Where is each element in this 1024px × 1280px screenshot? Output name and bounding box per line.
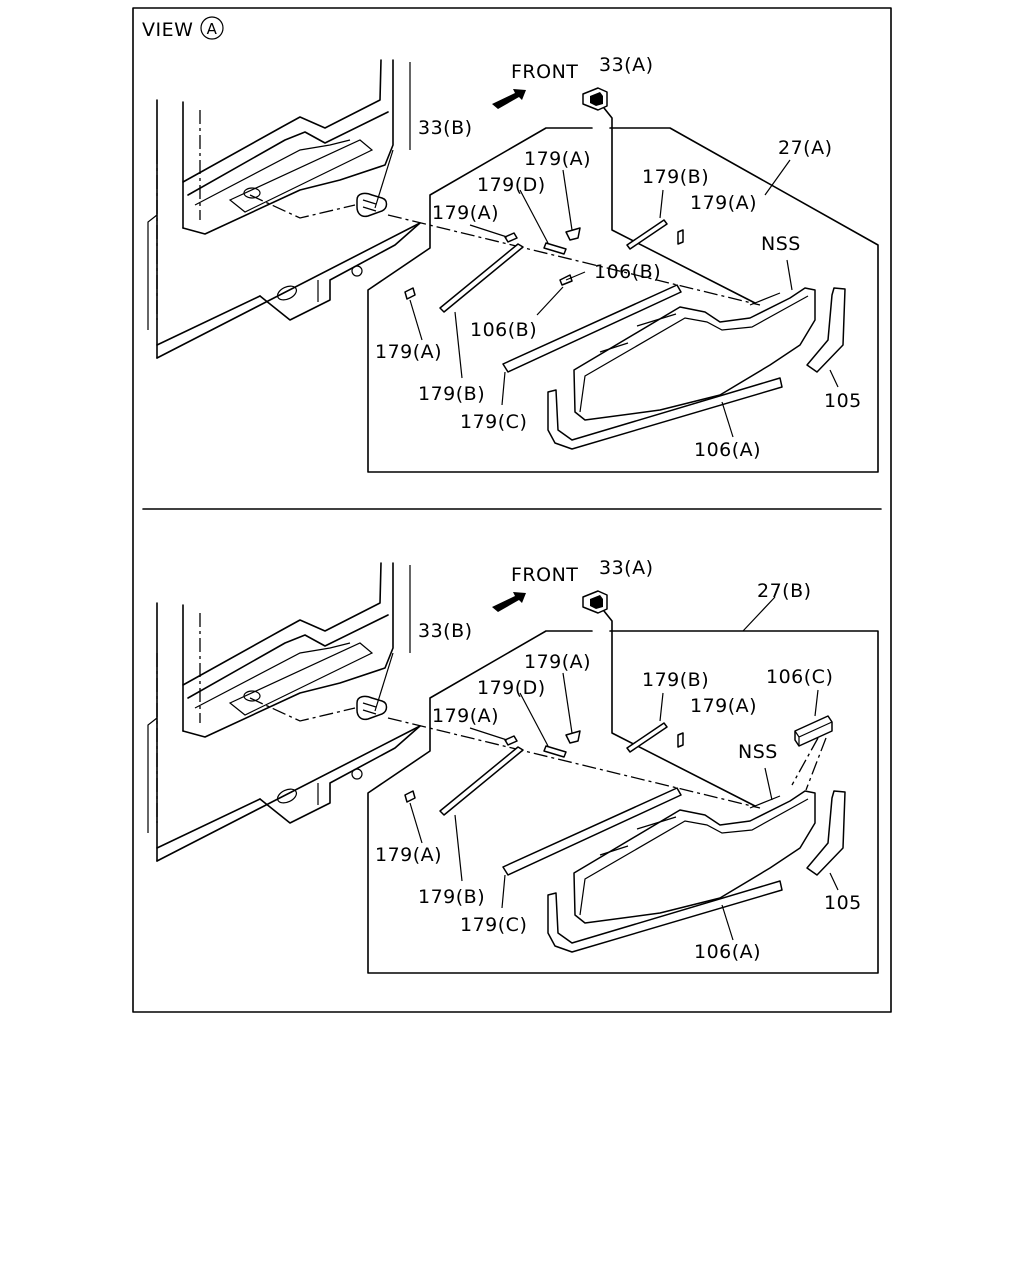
strip-179b-left [439,746,524,816]
label-179a-right: 179(A) [690,695,757,717]
strip-179b-right [626,219,668,250]
label-179a-right: 179(A) [690,192,757,214]
front-label: FRONT [511,61,578,83]
label-179b-right: 179(B) [642,166,709,188]
tab-179a-left [404,790,416,803]
label-179c: 179(C) [460,411,527,433]
label-179b-left: 179(B) [418,886,485,908]
label-27: 27(B) [757,580,812,602]
label-179b-left: 179(B) [418,383,485,405]
label-33b: 33(B) [418,620,473,642]
label-nss: NSS [738,741,778,763]
seal-tray [547,287,846,450]
panel-upper: FRONT 33(A) 33(B) 27(A) 179(A) 179(B) 17… [147,54,879,473]
label-179a-left: 179(A) [375,341,442,363]
piece-179a-top [565,227,581,241]
tab-179a-left [404,287,416,300]
label-179b-right: 179(B) [642,669,709,691]
callout-box [367,127,879,473]
label-106a: 106(A) [694,941,761,963]
label-33b: 33(B) [418,117,473,139]
seal-tray [547,790,846,953]
label-106b-left: 106(B) [470,319,537,341]
piece-179d [543,242,567,255]
strip-179b-right [626,722,668,753]
tab-179a-mid [504,232,518,243]
panel-lower: FRONT 33(A) 33(B) 27(B) 179(A) 179(B) 10… [147,557,879,974]
label-33a: 33(A) [599,557,654,579]
label-179c: 179(C) [460,914,527,936]
tab-179a-right [677,229,684,245]
label-33a: 33(A) [599,54,654,76]
vehicle-body [147,562,421,862]
strip-179c [502,284,682,373]
view-prefix: VIEW [142,19,193,41]
front-label: FRONT [511,564,578,586]
piece-179a-top [565,730,581,744]
strip-179c [502,787,682,876]
label-179a-left: 179(A) [375,844,442,866]
front-arrow [492,89,526,109]
tab-179a-mid [504,735,518,746]
callout-box [367,630,879,974]
label-105: 105 [824,390,862,412]
clip-33b [356,695,388,721]
label-179d: 179(D) [477,677,546,699]
label-27: 27(A) [778,137,833,159]
piece-179d [543,745,567,758]
label-106c: 106(C) [766,666,833,688]
outer-frame [132,7,892,1013]
label-179a-mid: 179(A) [432,202,499,224]
label-nss: NSS [761,233,801,255]
tab-179a-right [677,732,684,748]
label-179d: 179(D) [477,174,546,196]
label-179a-top: 179(A) [524,651,591,673]
label-105: 105 [824,892,862,914]
label-179a-mid: 179(A) [432,705,499,727]
view-circle [200,16,224,40]
label-106b-right: 106(B) [594,261,661,283]
clip-33a [582,87,608,111]
clip-33b [356,192,388,218]
strip-179b-left [439,243,524,313]
clip-33a [582,590,608,614]
front-arrow [492,592,526,612]
vehicle-body [147,59,421,359]
label-106a: 106(A) [694,439,761,461]
view-letter: A [207,20,218,38]
label-179a-top: 179(A) [524,148,591,170]
